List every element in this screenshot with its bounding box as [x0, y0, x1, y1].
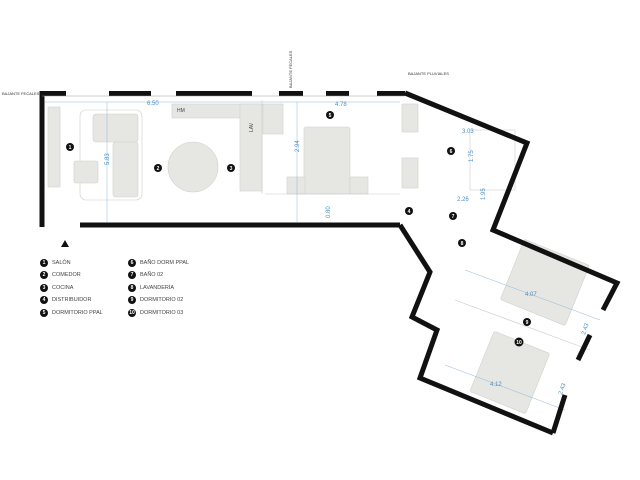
legend-label: COCINA [52, 284, 74, 291]
legend-number: 7 [128, 271, 136, 279]
room-marker-9: 9 [526, 320, 529, 326]
legend-number: 9 [128, 296, 136, 304]
legend-label: SALÓN [52, 259, 71, 266]
dim-dorm-02-depth: 2.43 [581, 322, 591, 336]
legend-number: 1 [40, 258, 48, 267]
room-marker-4: 4 [408, 209, 411, 215]
dim-dorm-03-width: 4.12 [490, 382, 502, 388]
dim-bano-ppal: 3.03 [462, 129, 474, 135]
legend-number: 8 [128, 283, 136, 292]
room-marker-7: 7 [452, 214, 455, 220]
legend-item: 8 LAVANDERÍA [128, 283, 238, 292]
legend-number: 2 [40, 271, 48, 279]
room-markers: 1 2 3 4 5 6 7 8 9 10 [66, 111, 531, 347]
dim-bano-02: 2.26 [457, 197, 469, 203]
room-marker-1: 1 [69, 145, 72, 151]
legend-number: 6 [128, 258, 136, 267]
legend-item: 7 BAÑO 02 [128, 271, 238, 280]
legend-item: 9 DORMITORIO 02 [128, 296, 238, 305]
dim-bano-ppal-depth: 1.75 [469, 150, 475, 162]
legend-label: BAÑO DORM PPAL [140, 259, 190, 266]
dim-pasillo: 0.80 [326, 206, 332, 218]
legend-item: 3 COCINA [40, 283, 128, 292]
furniture [47, 100, 591, 414]
room-marker-5: 5 [329, 113, 332, 119]
legend-number: 4 [40, 296, 48, 304]
legend-label: DORMITORIO PPAL [52, 309, 103, 316]
legend-number: 5 [40, 308, 48, 317]
room-marker-6: 6 [450, 149, 453, 155]
legend-label: DORMITORIO 02 [140, 297, 184, 303]
dim-salon-depth: 5.83 [105, 153, 111, 165]
room-marker-2: 2 [157, 166, 160, 172]
top-wall-windows [42, 91, 405, 96]
annotation-bajante-left: BAJANTE FECALES [2, 91, 40, 96]
legend-item: 4 DISTRIBUIDOR [40, 296, 128, 305]
legend-item: 5 DORMITORIO PPAL [40, 308, 128, 317]
legend-number: 10 [128, 308, 136, 317]
room-marker-10: 10 [516, 340, 522, 346]
annotation-bajante-middle: BAJANTE FECALES [288, 50, 293, 88]
dim-dorm-02-width: 4.07 [525, 292, 537, 298]
entrance-arrow-icon [61, 240, 69, 247]
legend-label: LAVANDERÍA [140, 284, 175, 291]
legend-label: DISTRIBUIDOR [52, 297, 92, 303]
legend-item: 1 SALÓN [40, 258, 128, 267]
dim-dorm-03-depth: 2.43 [558, 382, 568, 396]
label-hm: HM [177, 108, 185, 114]
legend-label: BAÑO 02 [140, 272, 164, 278]
dim-salon-width: 6.50 [147, 101, 159, 107]
walls [39, 90, 621, 436]
annotation-bajante-right: BAJANTE PLUVIALES [408, 71, 449, 76]
dim-bano-02-depth: 1.95 [481, 188, 487, 200]
room-marker-8: 8 [461, 241, 464, 247]
legend-number: 3 [40, 283, 48, 292]
room-legend: 1 SALÓN 6 BAÑO DORM PPAL 2 COMEDOR 7 BAÑO 02… [40, 258, 238, 317]
dim-dorm-ppal-depth: 2.94 [295, 140, 301, 152]
legend-item: 6 BAÑO DORM PPAL [128, 258, 238, 267]
label-lav: LAV [249, 122, 255, 132]
legend-item: 10 DORMITORIO 03 [128, 308, 238, 317]
dim-dorm-ppal-width: 4.78 [335, 102, 347, 108]
room-marker-3: 3 [230, 166, 233, 172]
legend-item: 2 COMEDOR [40, 271, 128, 280]
legend-label: COMEDOR [52, 272, 81, 278]
legend-label: DORMITORIO 03 [140, 309, 184, 316]
